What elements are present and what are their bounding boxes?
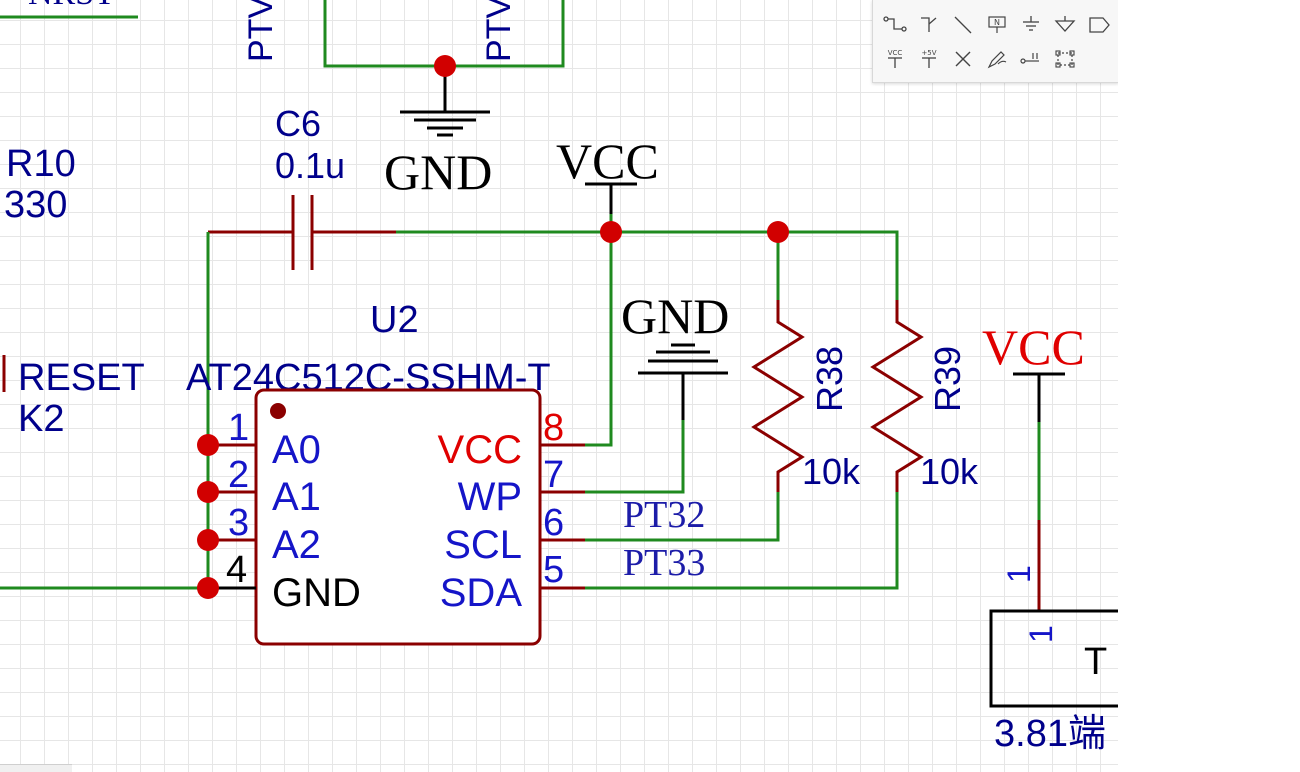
pin-number-8: 8 — [543, 407, 564, 449]
c6-value: 0.1u — [275, 145, 345, 186]
select-box-icon[interactable] — [1051, 46, 1079, 72]
junction-r38[interactable] — [767, 221, 789, 243]
wiring-toolbar: N VCC +5V — [872, 0, 1118, 83]
ground-icon[interactable] — [1017, 12, 1045, 38]
pin-name-a2: A2 — [272, 523, 321, 567]
toolbar-row-2: VCC +5V — [881, 46, 1079, 72]
r38-designator: R38 — [809, 346, 850, 412]
net-label-pt33[interactable]: PT33 — [623, 542, 705, 584]
pen-icon[interactable] — [983, 46, 1011, 72]
connector-body[interactable] — [989, 609, 1118, 708]
ic-u2-body[interactable] — [254, 388, 542, 646]
bus-entry-icon[interactable] — [915, 12, 943, 38]
junction-vcc[interactable] — [600, 221, 622, 243]
k2-designator: K2 — [18, 398, 64, 440]
pin-name-gnd: GND — [272, 571, 361, 615]
wire-icon[interactable] — [881, 12, 909, 38]
schematic-canvas[interactable]: NRST PTV PTV GND R10 330 C6 0.1u VCC GND — [0, 0, 1118, 772]
scl-pt32-wire[interactable] — [585, 492, 780, 542]
pin-name-a1: A1 — [272, 475, 321, 519]
schematic-svg[interactable]: NRST PTV PTV GND R10 330 C6 0.1u VCC GND — [0, 0, 1118, 772]
junction-pin1[interactable] — [197, 434, 219, 456]
wp-gnd-wire[interactable] — [585, 420, 685, 494]
svg-text:+5V: +5V — [921, 49, 936, 57]
nrst-net-label: NRST — [28, 0, 115, 12]
vcc-pin8-wire[interactable] — [585, 192, 613, 447]
capacitor-c6[interactable] — [208, 195, 396, 270]
svg-text:VCC: VCC — [888, 49, 903, 57]
pin-number-7: 7 — [543, 454, 564, 496]
junction-pin4[interactable] — [197, 577, 219, 599]
vcc-icon[interactable]: VCC — [881, 46, 909, 72]
pin-number-6: 6 — [543, 502, 564, 544]
pin-number-1: 1 — [228, 407, 249, 449]
u2-designator: U2 — [370, 299, 419, 341]
r38-value: 10k — [802, 451, 861, 492]
ground-symbol-top[interactable] — [400, 110, 490, 137]
connector-pin-number-outer: 1 — [1001, 565, 1037, 583]
pin-number-3: 3 — [228, 502, 249, 544]
vcc-top-label: VCC — [556, 133, 659, 189]
gnd-mid-label: GND — [621, 288, 729, 344]
connector-pin-number-inner: 1 — [1023, 625, 1059, 643]
ic-pin1-marker — [270, 403, 286, 419]
vcc-right-label: VCC — [982, 319, 1085, 375]
connector-partial-name: T — [1084, 641, 1107, 683]
ground-symbol-mid[interactable] — [638, 343, 728, 420]
net-label-icon[interactable]: N — [983, 12, 1011, 38]
pin-name-scl: SCL — [444, 523, 522, 567]
pin-name-vcc: VCC — [438, 428, 522, 472]
junction-pin2[interactable] — [197, 481, 219, 503]
vcc-bus-wire[interactable] — [396, 230, 899, 300]
pin-number-5: 5 — [543, 549, 564, 591]
gnd-triangle-icon[interactable] — [1051, 12, 1079, 38]
junction-gnd-top[interactable] — [434, 55, 456, 77]
pin-number-4: 4 — [226, 549, 247, 591]
resistor-r39[interactable] — [870, 300, 924, 492]
junction-pin3[interactable] — [197, 529, 219, 551]
svg-text:N: N — [994, 18, 1000, 27]
r10-designator: R10 — [6, 143, 76, 185]
plus5v-icon[interactable]: +5V — [915, 46, 943, 72]
pin-icon[interactable] — [1017, 46, 1045, 72]
no-connect-icon[interactable] — [949, 46, 977, 72]
pin-number-2: 2 — [228, 454, 249, 496]
pin-name-wp: WP — [458, 475, 522, 519]
pin-name-a0: A0 — [272, 428, 321, 472]
canvas-corner-tab — [0, 764, 72, 772]
connector-value: 3.81端 — [994, 713, 1106, 755]
c6-designator: C6 — [275, 103, 321, 144]
line-icon[interactable] — [949, 12, 977, 38]
ptv-right-label: PTV — [480, 0, 518, 62]
r39-designator: R39 — [927, 346, 968, 412]
gnd-top-label: GND — [384, 144, 492, 200]
r10-value: 330 — [4, 184, 67, 226]
r39-value: 10k — [920, 451, 979, 492]
toolbar-row-1: N — [881, 12, 1113, 38]
ptv-left-label: PTV — [242, 0, 280, 62]
k2-net-label: RESET — [18, 357, 145, 399]
net-label-pt32[interactable]: PT32 — [623, 494, 705, 536]
net-port-icon[interactable] — [1085, 12, 1113, 38]
pin-name-sda: SDA — [440, 571, 523, 615]
sda-pt33-wire[interactable] — [585, 492, 899, 590]
resistor-r38[interactable] — [751, 300, 805, 492]
right-blank-area — [1118, 0, 1300, 772]
